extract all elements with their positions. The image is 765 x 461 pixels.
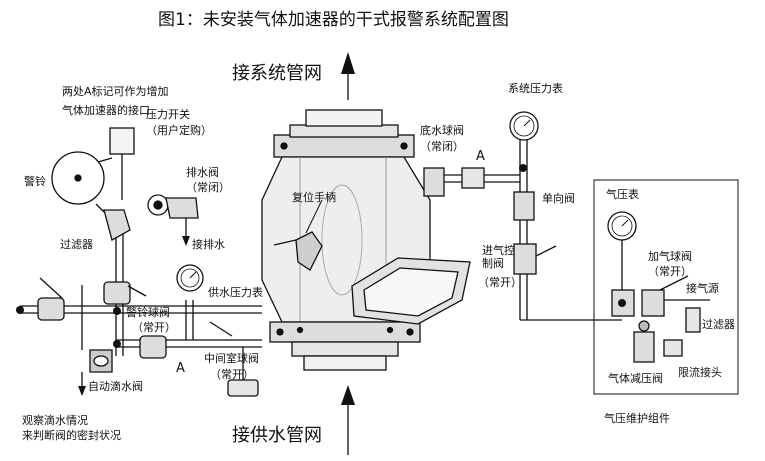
bottom-ball-valve-label: 底水球阀 [420,124,464,137]
air-source-label: 接气源 [686,282,719,295]
accelerator-port-label: 气体加速器的接口 [62,104,150,117]
charge-ball-valve-label: 加气球阀 [648,250,692,263]
intermediate-ball-valve-label: 中间室球阀 [204,352,259,365]
pressure-switch-icon [109,127,135,200]
air-gauge-label: 气压表 [606,188,639,201]
check-valve-icon [513,191,535,221]
inlet-control-valve-label: 进气控制阀 [482,244,515,270]
inlet-control-valve-state: （常开） [478,276,522,289]
alarm-ball-valve-label: 警铃球阀 [126,306,170,319]
to-system-label: 接系统管网 [232,63,322,84]
drain-valve-icon[interactable] [147,194,199,246]
bottom-ball-valve-state: （常闭） [420,140,464,153]
air-assembly-label: 气压维护组件 [604,412,670,425]
from-supply-label: 接供水管网 [232,425,322,446]
intermediate-ball-valve-icon[interactable] [139,321,259,397]
charge-ball-valve-state: （常开） [648,265,692,278]
alarm-ball-valve-icon[interactable] [103,281,147,305]
air-strainer-label: 过滤器 [702,318,735,331]
alarm-ball-valve-state: （常开） [132,321,176,334]
junction-dots-left [16,306,121,348]
supply-gauge-icon [176,264,204,292]
restrictor-label: 限流接头 [678,366,722,379]
junction-dots-air [618,299,626,307]
main-alarm-valve [261,109,431,371]
restrictor-icon [663,339,683,357]
check-valve-label: 单向阀 [542,192,575,205]
pressure-switch-label: 压力开关 [146,108,190,121]
supply-flow-arrow [341,385,355,455]
supply-gauge-label: 供水压力表 [208,286,263,299]
system-flow-arrow [341,52,355,100]
alarm-bell-label: 警铃 [24,175,46,188]
inlet-control-valve-icon[interactable] [513,243,557,275]
diagram-title: 图1：未安装气体加速器的干式报警系统配置图 [158,10,509,30]
air-gauge-icon [607,211,637,296]
to-drain-label: 接排水 [192,238,225,251]
auto-drip-label: 自动滴水阀 [88,380,143,393]
intermediate-ball-valve-state: （常开） [210,368,254,381]
cover-plate [351,257,471,325]
strainer-icon [95,203,131,241]
drain-valve-state: （常闭） [186,181,230,194]
junction-dots-right [519,164,527,172]
reset-handle-label: 复位手柄 [292,191,336,204]
auto-drip-valve-icon[interactable] [78,349,113,396]
mark-a-left: A [176,361,185,376]
observe-note-2: 来判断阀的密封状况 [22,429,121,442]
strainer-label: 过滤器 [60,238,93,251]
reset-handle[interactable] [273,199,323,271]
air-assembly-box [593,179,739,395]
bottom-ball-valve-icon[interactable] [423,167,485,197]
system-gauge-icon [509,111,539,141]
alarm-bell-icon [51,151,113,205]
left-ball-valve-icon[interactable] [37,277,65,321]
point-a-note: 两处A标记可作为增加 [62,85,169,98]
air-reducer-label: 气体减压阀 [608,372,663,385]
mark-a-right: A [476,149,485,164]
system-gauge-label: 系统压力表 [508,82,563,95]
observe-note-1: 观察滴水情况 [22,414,88,427]
pressure-switch-note: （用户定购） [146,124,212,137]
air-strainer-icon [685,307,701,333]
air-reducer-icon [633,320,655,363]
drain-valve-label: 排水阀 [186,166,219,179]
